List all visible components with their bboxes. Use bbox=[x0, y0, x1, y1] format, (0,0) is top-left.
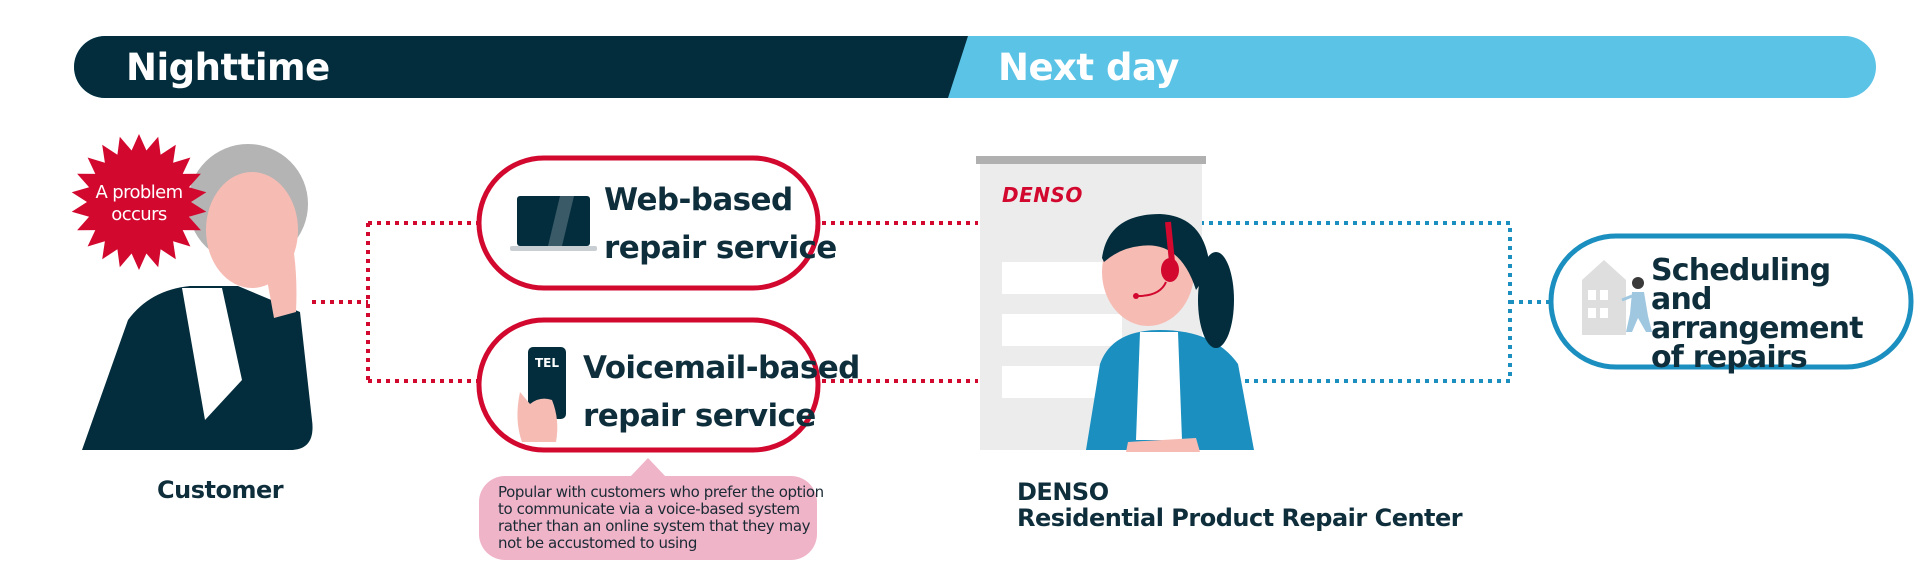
voicemail-service-title-line2: repair service bbox=[583, 398, 816, 434]
services-to-center-connector bbox=[822, 221, 978, 383]
customer-illustration bbox=[82, 144, 313, 450]
phone-icon bbox=[517, 347, 566, 442]
voicemail-service-title-line1: Voicemail-based bbox=[583, 350, 860, 386]
web-service-pill bbox=[476, 155, 821, 291]
problem-burst bbox=[71, 134, 207, 270]
problem-burst-text: A problem occurs bbox=[95, 182, 183, 225]
customer-ear bbox=[220, 198, 240, 226]
customer-caption: Customer bbox=[157, 476, 284, 504]
connectors bbox=[312, 221, 1552, 383]
problem-burst-shape bbox=[71, 134, 207, 270]
nighttime-bar bbox=[74, 36, 969, 98]
center-caption-line1: DENSO bbox=[1017, 478, 1109, 506]
customer-collar bbox=[182, 288, 242, 420]
scheduling-pill bbox=[1548, 233, 1914, 370]
center-caption-line2: Residential Product Repair Center bbox=[1017, 504, 1463, 532]
scheduling-title: Scheduling and arrangement of repairs bbox=[1651, 253, 1864, 375]
note-bubble bbox=[479, 458, 817, 560]
customer-to-services-connector bbox=[312, 221, 478, 383]
house-icon bbox=[1582, 260, 1626, 335]
nextday-label: Next day bbox=[998, 46, 1179, 89]
web-service-title-line2: repair service bbox=[604, 230, 837, 266]
timeline-banner bbox=[74, 36, 1876, 98]
technician-icon bbox=[1621, 277, 1652, 332]
laptop-icon bbox=[510, 196, 597, 251]
nighttime-label: Nighttime bbox=[126, 46, 330, 89]
voicemail-note-text: Popular with customers who prefer the op… bbox=[498, 483, 824, 552]
phone-tel-label: TEL bbox=[535, 356, 560, 370]
customer-hand bbox=[250, 180, 297, 318]
headset-icon bbox=[1133, 221, 1179, 299]
center-to-scheduling-connector bbox=[1200, 221, 1552, 383]
web-service-title-line1: Web-based bbox=[604, 182, 793, 218]
denso-logo: DENSO bbox=[1002, 183, 1083, 207]
